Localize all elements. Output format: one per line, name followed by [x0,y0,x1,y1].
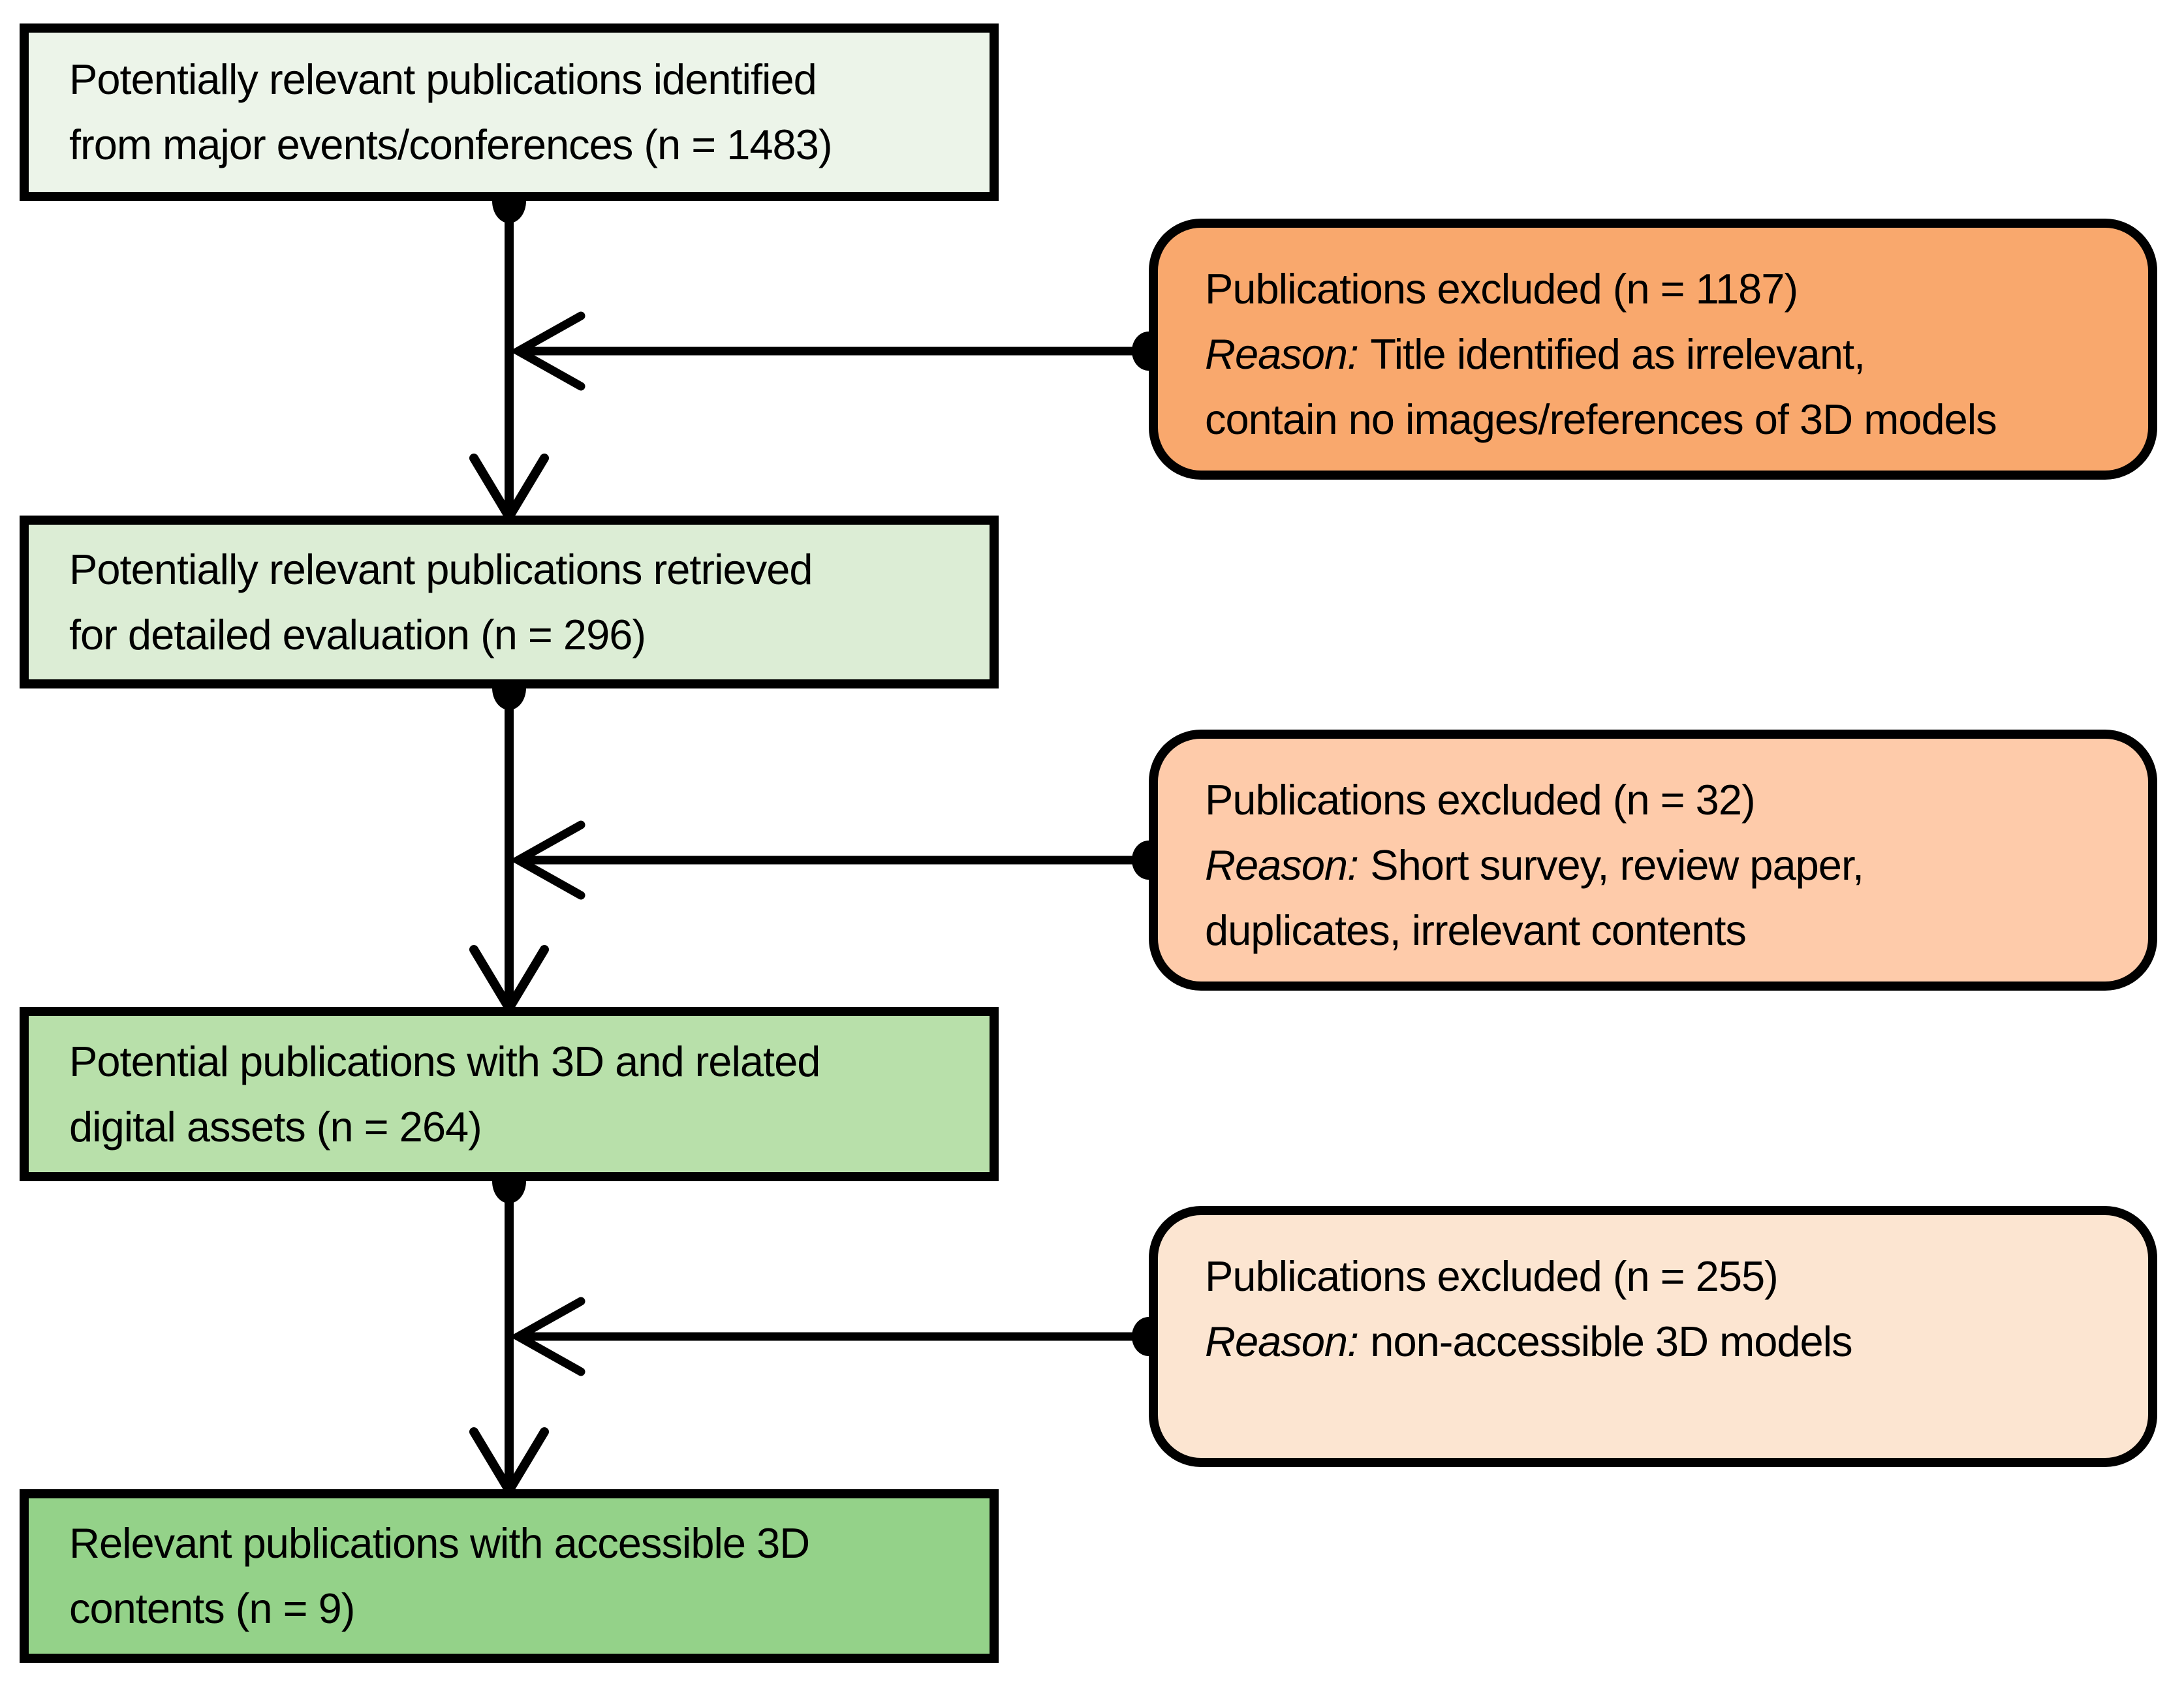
exclusion-box-3-reason: Reason:non-accessible 3D models [1205,1309,2129,1374]
exclusion-box-1-reason-label: Reason: [1205,330,1359,378]
exclusion-box-1-reason-text2: contain no images/references of 3D model… [1205,395,1997,443]
exclusion-box-3-title: Publications excluded (n = 255) [1205,1252,1779,1300]
flow-box-retrieved: Potentially relevant publications retrie… [20,516,999,688]
flow-box-relevant-line1: Relevant publications with accessible 3D [69,1519,810,1567]
flow-box-identified-line2: from major events/conferences (n = 1483) [69,121,833,168]
exclusion-box-2-reason-label: Reason: [1205,841,1359,889]
exclusion-box-3: Publications excluded (n = 255) Reason:n… [1149,1206,2157,1467]
flow-box-assets: Potential publications with 3D and relat… [20,1007,999,1181]
flow-box-identified: Potentially relevant publications identi… [20,23,999,201]
arrow-excluded-2 [509,820,1166,900]
exclusion-box-3-reason-label: Reason: [1205,1318,1359,1365]
flow-box-identified-line1: Potentially relevant publications identi… [69,55,817,103]
exclusion-box-2-reason: Reason:Short survey, review paper, [1205,833,2129,898]
exclusion-box-3-reason-text1: non-accessible 3D models [1370,1318,1852,1365]
exclusion-box-2-reason-text2: duplicates, irrelevant contents [1205,906,1747,954]
exclusion-box-1-title: Publications excluded (n = 1187) [1205,265,1798,313]
exclusion-box-1: Publications excluded (n = 1187) Reason:… [1149,219,2157,480]
arrow-retrieved-to-assets [469,666,549,1017]
flow-box-assets-line2: digital assets (n = 264) [69,1102,482,1151]
flow-box-relevant-line2: contents (n = 9) [69,1585,355,1632]
flow-box-relevant: Relevant publications with accessible 3D… [20,1489,999,1663]
arrow-excluded-1 [509,311,1166,391]
flow-box-retrieved-line2: for detailed evaluation (n = 296) [69,610,646,658]
flow-box-assets-line1: Potential publications with 3D and relat… [69,1037,820,1085]
exclusion-box-2-title: Publications excluded (n = 32) [1205,776,1756,824]
arrow-excluded-3 [509,1297,1166,1376]
flow-box-retrieved-line1: Potentially relevant publications retrie… [69,545,813,593]
exclusion-box-2: Publications excluded (n = 32) Reason:Sh… [1149,730,2157,991]
exclusion-box-1-reason: Reason:Title identified as irrelevant, [1205,322,2129,387]
exclusion-box-1-reason-text1: Title identified as irrelevant, [1370,330,1865,378]
exclusion-box-2-reason-text1: Short survey, review paper, [1370,841,1864,889]
